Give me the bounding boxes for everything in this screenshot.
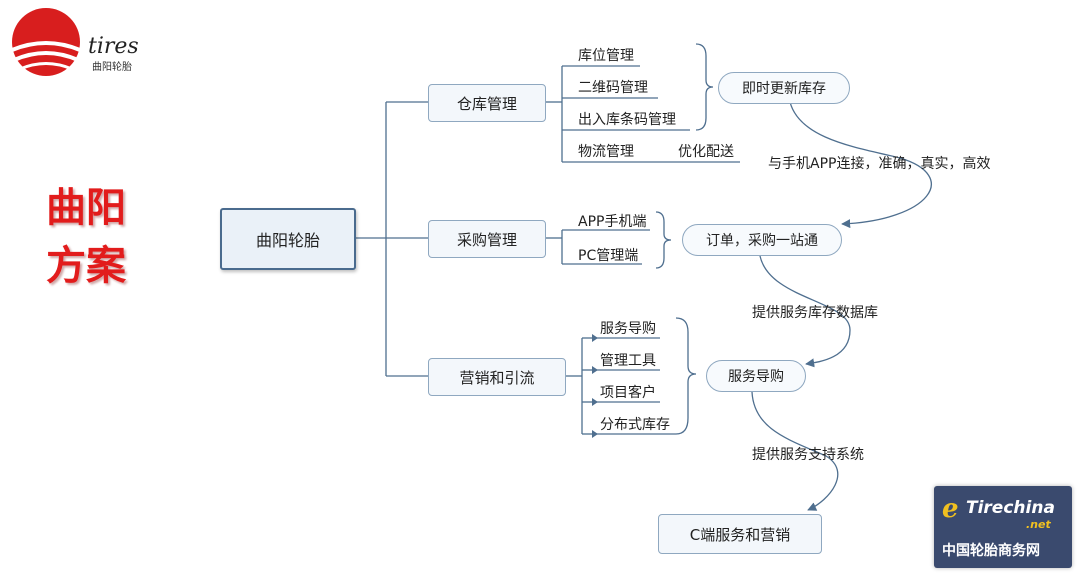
logo-brand-text: tires xyxy=(88,34,139,59)
leaf-logistics-mgmt: 物流管理 xyxy=(578,144,634,160)
tirechina-e-icon: e xyxy=(942,494,959,524)
leaf-app-mobile: APP手机端 xyxy=(578,214,647,230)
leaf-distributed-inventory: 分布式库存 xyxy=(600,417,670,433)
company-logo: tires 曲阳轮胎 xyxy=(6,6,156,76)
leaf-project-clients: 项目客户 xyxy=(600,385,656,401)
flow-node-service-guide[interactable]: 服务导购 xyxy=(706,360,806,392)
leaf-pc-admin: PC管理端 xyxy=(578,248,639,264)
leaf-service-guide: 服务导购 xyxy=(600,321,656,337)
flow-node-order-purchase[interactable]: 订单，采购一站通 xyxy=(682,224,842,256)
slide-title: 曲阳 方案 xyxy=(46,182,126,292)
root-node[interactable]: 曲阳轮胎 xyxy=(220,208,356,270)
watermark-cn: 中国轮胎商务网 xyxy=(942,543,1040,559)
leaf-location-mgmt: 库位管理 xyxy=(578,48,634,64)
flow-label-inventory-db: 提供服务库存数据库 xyxy=(752,305,878,321)
leaf-barcode-mgmt: 出入库条码管理 xyxy=(578,112,676,128)
branch-marketing[interactable]: 营销和引流 xyxy=(428,358,566,396)
branch-purchase[interactable]: 采购管理 xyxy=(428,220,546,258)
logo-sub-text: 曲阳轮胎 xyxy=(92,62,132,73)
leaf-optimized-delivery: 优化配送 xyxy=(678,144,734,160)
tirechina-watermark: e Tirechina .net 中国轮胎商务网 xyxy=(934,486,1072,568)
flow-node-realtime-inventory[interactable]: 即时更新库存 xyxy=(718,72,850,104)
watermark-domain: .net xyxy=(1026,518,1051,531)
flow-label-support-system: 提供服务支持系统 xyxy=(752,447,864,463)
flow-node-c-end-service[interactable]: C端服务和营销 xyxy=(658,514,822,554)
watermark-brand: Tirechina xyxy=(966,498,1055,518)
flow-label-app-connection: 与手机APP连接，准确，真实，高效 xyxy=(768,156,991,172)
branch-warehouse[interactable]: 仓库管理 xyxy=(428,84,546,122)
logo-emblem-icon xyxy=(11,8,81,76)
slide-title-line1: 曲阳 xyxy=(46,185,126,231)
leaf-management-tools: 管理工具 xyxy=(600,353,656,369)
leaf-qrcode-mgmt: 二维码管理 xyxy=(578,80,648,96)
slide-title-line2: 方案 xyxy=(46,243,126,289)
